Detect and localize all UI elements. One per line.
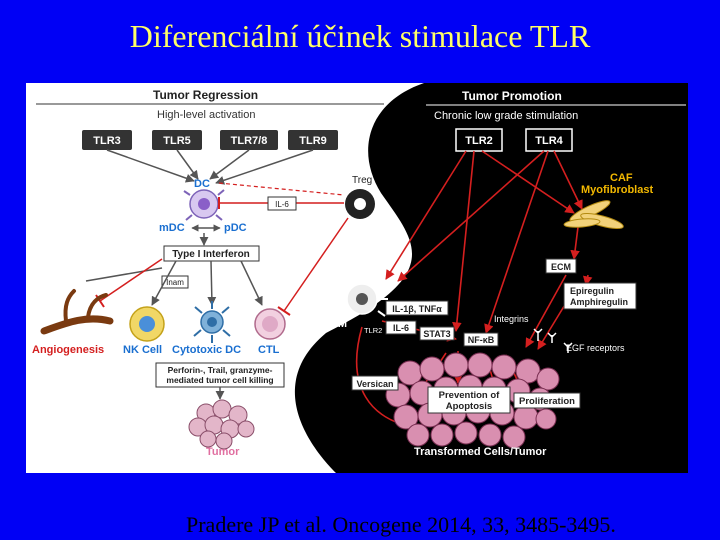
amphiregulin-label: Amphiregulin <box>570 297 628 307</box>
inam-label: Inam <box>166 278 184 287</box>
apoptosis-line-1: Prevention of <box>439 390 501 401</box>
tumor-label-left: Tumor <box>206 446 240 458</box>
cytotoxic-dc-label: Cytotoxic DC <box>172 344 241 356</box>
nfkb-label: NF-κB <box>468 335 495 345</box>
angio-inhibit-line <box>99 258 163 302</box>
regression-subheader: High-level activation <box>157 109 255 121</box>
epiregulin-label: Epiregulin <box>570 286 614 296</box>
effector-arrows <box>85 260 263 306</box>
stat3-label: STAT3 <box>423 329 450 339</box>
promotion-header: Tumor Promotion <box>462 89 562 103</box>
tlr2-box: TLR2 <box>455 128 503 152</box>
tlr2-label: TLR2 <box>465 135 493 147</box>
tlr4-label: TLR4 <box>535 135 563 147</box>
tlr3-label: TLR3 <box>93 135 121 147</box>
pdc-label: pDC <box>224 222 247 234</box>
integrins-label: Integrins <box>494 314 529 324</box>
ecm-box <box>545 258 577 274</box>
mdc-label: mDC <box>159 222 185 234</box>
nk-cell-label: NK Cell <box>123 344 162 356</box>
versican-box <box>351 375 399 391</box>
versican-label: Versican <box>356 379 393 389</box>
tlr3-box: TLR3 <box>82 130 132 150</box>
proliferation-box <box>513 392 581 409</box>
slide-title: Diferenciální účinek stimulace TLR <box>129 18 591 54</box>
tlr9-box: TLR9 <box>288 130 338 150</box>
epiregulin-box <box>563 282 637 310</box>
ifn-label: Type I Interferon <box>172 249 250 260</box>
myofibroblast-label: Myofibroblast <box>581 184 653 196</box>
apoptosis-box <box>427 386 511 414</box>
treg-inhibit-bar <box>277 306 291 316</box>
angiogenesis-vessel-icon <box>40 289 114 335</box>
killing-box <box>155 362 285 388</box>
tlr-diagram: Tumor Regression High-level activation T… <box>26 83 688 473</box>
tumor-cluster-left <box>188 399 255 450</box>
tlr5-box: TLR5 <box>152 130 202 150</box>
proliferation-label: Proliferation <box>519 396 575 407</box>
il6-right-label: IL-6 <box>393 323 409 333</box>
tam-tlr2-label: TLR2 <box>364 326 382 335</box>
killing-line-1: Perforin-, Trail, granzyme- <box>168 365 273 375</box>
transformed-label: Transformed Cells/Tumor <box>414 446 547 458</box>
promotion-subheader: Chronic low grade stimulation <box>434 110 578 122</box>
killing-line-2: mediated tumor cell killing <box>166 375 273 385</box>
tlr-figure: Tumor Regression High-level activation T… <box>26 83 688 473</box>
il1b-box <box>385 300 449 316</box>
inam-box <box>161 275 189 289</box>
receptor-glyphs <box>533 328 573 353</box>
il6-label: IL-6 <box>275 200 289 209</box>
egf-label: EGF receptors <box>566 343 625 353</box>
tlr5-label: TLR5 <box>163 135 191 147</box>
apoptosis-line-2: Apoptosis <box>446 401 492 412</box>
treg-label: Treg <box>352 175 372 186</box>
regression-header: Tumor Regression <box>153 88 258 102</box>
stat3-box <box>419 326 455 341</box>
ctl-label: CTL <box>258 344 280 356</box>
il6-box <box>267 196 297 211</box>
tlr78-label: TLR7/8 <box>231 135 268 147</box>
tam-label: TAM <box>324 318 347 330</box>
ecm-label: ECM <box>551 262 571 272</box>
nk-cell-icon <box>129 306 165 342</box>
treg-cell-icon <box>345 189 375 219</box>
caf-cells-icon <box>563 200 624 229</box>
il6-right-box <box>385 320 417 335</box>
caf-label: CAF <box>610 172 633 184</box>
citation: Pradere JP et al. Oncogene 2014, 33, 348… <box>186 512 616 537</box>
tlr-to-dc-arrows <box>106 149 314 185</box>
tlr9-label: TLR9 <box>299 135 327 147</box>
dc-label: DC <box>194 178 210 190</box>
il1b-label: IL-1β, TNFα <box>392 304 442 314</box>
nfkb-box <box>463 332 499 347</box>
tlr78-box: TLR7/8 <box>220 130 278 150</box>
treg-inhibit-line <box>283 217 349 312</box>
regression-half <box>26 83 424 473</box>
tlr4-box: TLR4 <box>525 128 573 152</box>
ctl-cell-icon <box>254 308 286 340</box>
tam-cell-icon <box>336 274 388 317</box>
cytotoxic-dc-icon <box>193 301 231 343</box>
angiogenesis-label: Angiogenesis <box>32 344 104 356</box>
